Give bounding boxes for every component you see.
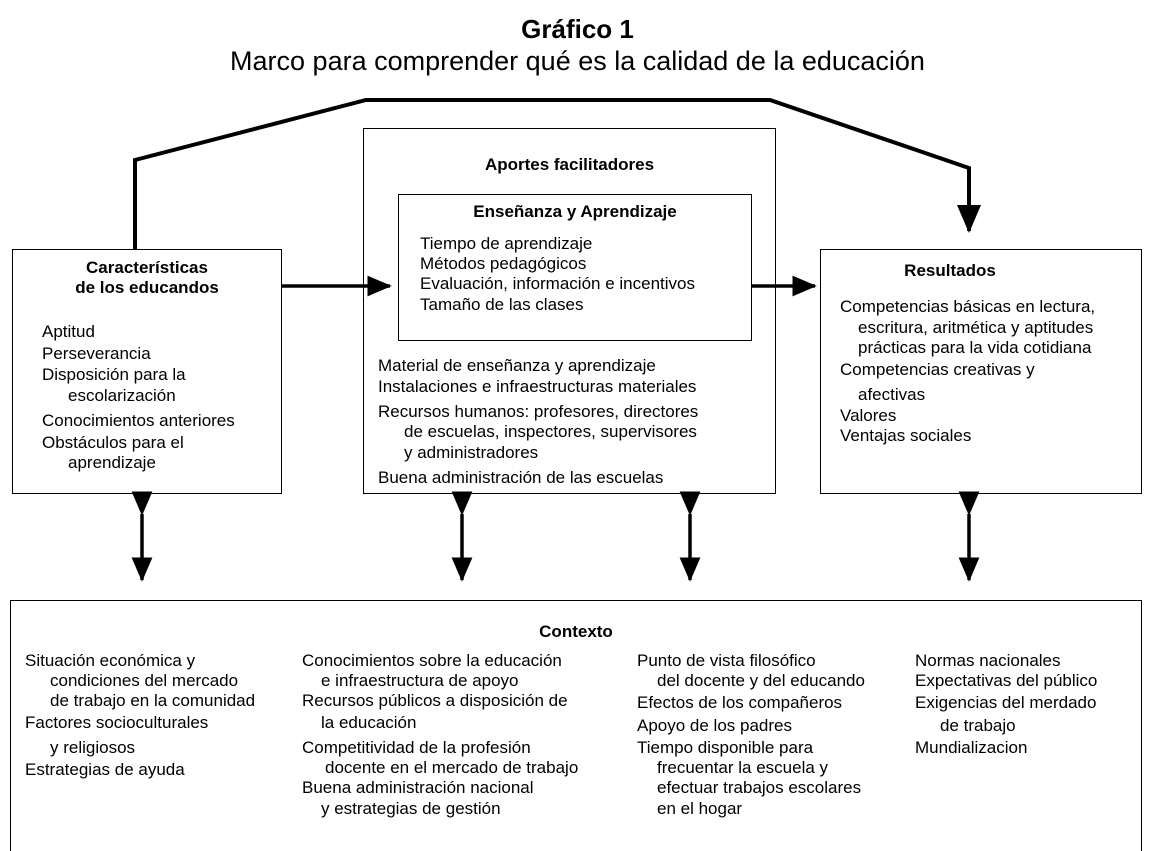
context-col2-item: Conocimientos sobre la educación (302, 651, 562, 670)
context-col2-item: la educación (321, 713, 417, 732)
inputs-item: Material de enseñanza y aprendizaje (378, 356, 656, 375)
learners-item: Obstáculos para el (42, 433, 184, 452)
outcomes-item: escritura, aritmética y aptitudes (858, 318, 1094, 337)
context-col3-item: efectuar trabajos escolares (657, 778, 862, 797)
diagram-subtitle: Marco para comprender qué es la calidad … (230, 46, 925, 76)
learners-title-line2: de los educandos (75, 278, 219, 297)
learners-item: Disposición para la (42, 365, 186, 384)
teaching-item: Evaluación, información e incentivos (420, 274, 695, 293)
context-col4-item: Mundializacion (915, 738, 1028, 757)
context-col3-item: Efectos de los compañeros (637, 693, 843, 712)
context-col3-item: del docente y del educando (657, 671, 865, 690)
outcomes-item: Competencias creativas y (840, 360, 1035, 379)
context-col1-item: de trabajo en la comunidad (50, 691, 256, 710)
teaching-title: Enseñanza y Aprendizaje (473, 202, 677, 221)
context-col3-item: Apoyo de los padres (637, 716, 792, 735)
learners-item: Aptitud (42, 322, 95, 341)
context-col2-item: e infraestructura de apoyo (321, 671, 519, 690)
context-col2-item: Recursos públicos a disposición de (302, 691, 568, 710)
learners-item: escolarización (68, 386, 176, 405)
teaching-item: Métodos pedagógicos (420, 254, 587, 273)
context-col2-item: Buena administración nacional (302, 778, 534, 797)
outcomes-item: afectivas (858, 385, 926, 404)
outcomes-item: Competencias básicas en lectura, (840, 297, 1096, 316)
outcomes-item: Valores (840, 406, 897, 425)
outcomes-item: prácticas para la vida cotidiana (858, 338, 1092, 357)
context-col2-item: y estrategias de gestión (321, 799, 501, 818)
context-col2-item: Competitividad de la profesión (302, 738, 531, 757)
context-col1-item: Situación económica y (25, 651, 196, 670)
learners-item: Perseverancia (42, 344, 151, 363)
context-title: Contexto (539, 622, 613, 641)
inputs-item: Buena administración de las escuelas (378, 468, 664, 487)
top-feedback-arrow (133, 98, 981, 249)
learners-item: Conocimientos anteriores (42, 411, 235, 430)
context-col1-item: y religiosos (50, 738, 136, 757)
context-col4-item: de trabajo (940, 716, 1016, 735)
inputs-item: Recursos humanos: profesores, directores (378, 402, 699, 421)
inputs-title: Aportes facilitadores (484, 155, 655, 174)
context-box (10, 600, 1142, 851)
context-col4-item: Expectativas del público (915, 671, 1098, 690)
context-col1-item: condiciones del mercado (50, 671, 239, 690)
outcomes-item: Ventajas sociales (840, 426, 972, 445)
outcomes-box (820, 249, 1142, 494)
context-col4-item: Normas nacionales (915, 651, 1061, 670)
context-col3-item: frecuentar la escuela y (657, 758, 829, 777)
inputs-item: de escuelas, inspectores, supervisores (404, 422, 697, 441)
context-col1-item: Estrategias de ayuda (25, 760, 185, 779)
teaching-item: Tamaño de las clases (420, 295, 584, 314)
outcomes-title: Resultados (904, 261, 996, 280)
learners-item: aprendizaje (68, 453, 156, 472)
context-col3-item: Tiempo disponible para (637, 738, 814, 757)
context-col1-item: Factores socioculturales (25, 713, 209, 732)
diagram-title: Gráfico 1 (521, 14, 634, 44)
context-col3-item: Punto de vista filosófico (637, 651, 816, 670)
context-col2-item: docente en el mercado de trabajo (325, 758, 579, 777)
teaching-box (398, 194, 752, 341)
learners-box (12, 249, 282, 494)
inputs-item: Instalaciones e infraestructuras materia… (378, 377, 697, 396)
inputs-item: y administradores (404, 443, 539, 462)
context-col3-item: en el hogar (657, 799, 743, 818)
context-col4-item: Exigencias del merdado (915, 693, 1097, 712)
learners-title-line1: Características (86, 258, 208, 277)
teaching-item: Tiempo de aprendizaje (420, 234, 593, 253)
